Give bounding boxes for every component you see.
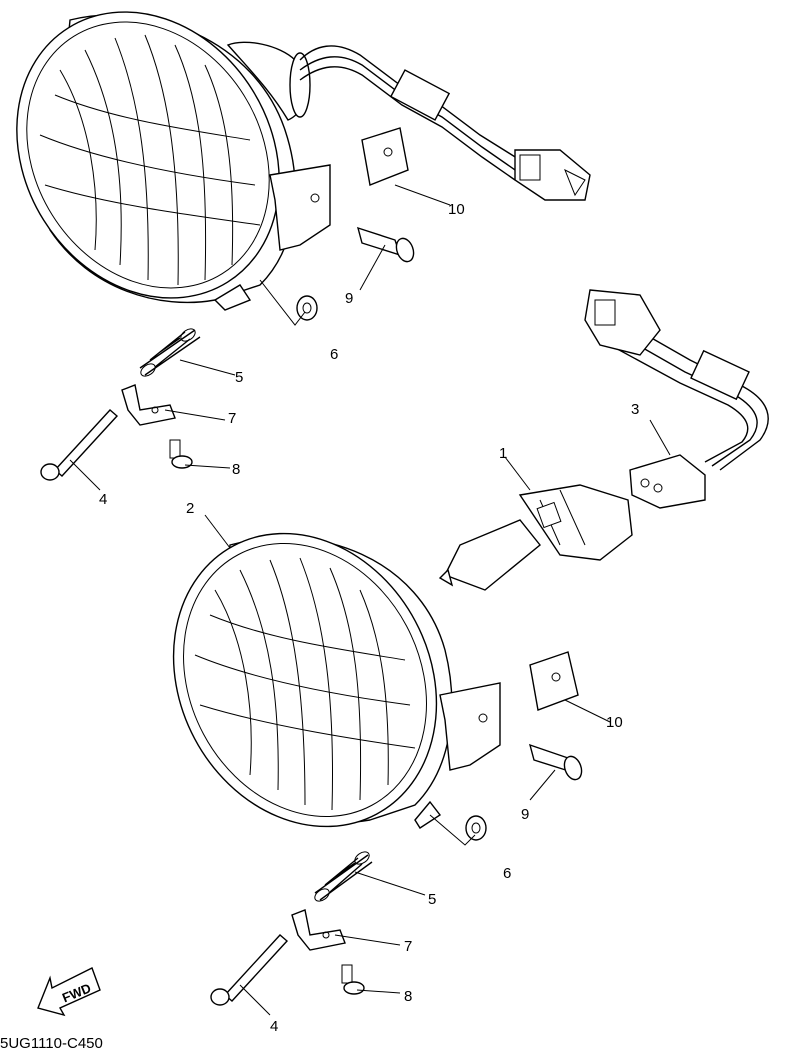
lower-screw-4: [210, 934, 289, 1006]
callout-5-lower: 5: [428, 891, 436, 908]
callout-labels: 10 9 6 5 7 8 4 1 3 2 10 9 6 5 7 8 4: [99, 201, 639, 1035]
upper-spring-5: [139, 328, 201, 377]
callout-1: 1: [499, 445, 507, 462]
callout-4-lower: 4: [270, 1018, 278, 1035]
lower-bracket-7: [291, 909, 346, 951]
lower-bracket-clip: [529, 651, 579, 711]
upper-screw-4: [40, 409, 119, 481]
diagram-code: 5UG1110-C450: [0, 1035, 103, 1051]
lower-nut-6: [465, 815, 487, 841]
upper-screw-9: [356, 226, 415, 263]
upper-headlight-assembly: [16, 11, 331, 311]
fwd-arrow: FWD: [37, 967, 101, 1017]
lower-lens: [172, 532, 438, 828]
callout-6-upper: 6: [330, 346, 338, 363]
upper-bolt-8: [169, 439, 193, 469]
callout-6-lower: 6: [503, 865, 511, 882]
callout-5-upper: 5: [235, 369, 243, 386]
upper-wire-harness: [299, 45, 591, 201]
callout-8-upper: 8: [232, 461, 240, 478]
callout-4-upper: 4: [99, 491, 107, 508]
connector-3: [629, 454, 706, 509]
callout-7-upper: 7: [228, 410, 236, 427]
lower-wire-harness: [584, 289, 769, 509]
callout-8-lower: 8: [404, 988, 412, 1005]
callout-2: 2: [186, 500, 194, 517]
lower-bolt-8: [341, 964, 365, 995]
callout-3: 3: [631, 401, 639, 418]
leader-lines: [69, 184, 671, 1016]
upper-nut-6: [296, 295, 318, 321]
bulb: [438, 484, 633, 591]
lower-headlight-assembly: [172, 532, 501, 829]
upper-bracket-clip: [361, 127, 409, 186]
upper-bracket-7: [121, 384, 176, 426]
callout-10-lower: 10: [606, 714, 623, 731]
upper-lens: [16, 11, 280, 299]
callout-10-upper: 10: [448, 201, 465, 218]
callout-9-lower: 9: [521, 806, 529, 823]
callout-7-lower: 7: [404, 938, 412, 955]
lower-screw-9: [528, 743, 583, 781]
lower-spring-5: [314, 851, 373, 902]
callout-9-upper: 9: [345, 290, 353, 307]
